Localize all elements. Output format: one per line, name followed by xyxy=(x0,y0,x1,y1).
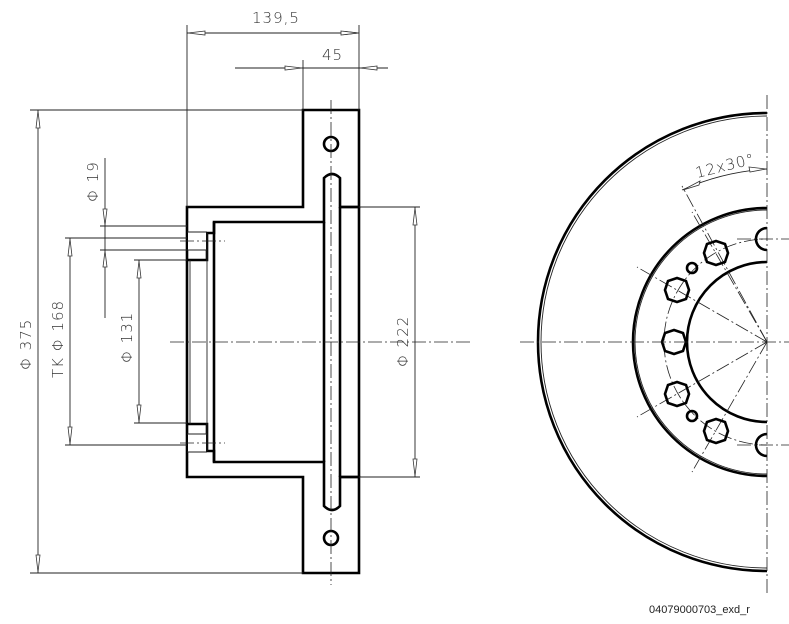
dim-outer-diameter: Φ 375 xyxy=(17,319,35,370)
dim-hat-diameter: Φ 222 xyxy=(394,316,412,367)
dim-center-bore: Φ 131 xyxy=(118,312,136,363)
dim-bolt-circle: TK Φ 168 xyxy=(49,300,67,378)
dim-disc-thickness: 45 xyxy=(322,46,343,64)
drawing-caption: 04079000703_exd_r xyxy=(649,604,750,616)
dimension-lines xyxy=(30,25,420,574)
dim-bolt-hole: Φ 19 xyxy=(84,161,102,202)
front-view xyxy=(520,95,789,595)
dim-overall-depth: 139,5 xyxy=(252,9,300,27)
section-view xyxy=(170,100,470,585)
dim-hole-pattern: 12x30° xyxy=(694,150,757,182)
